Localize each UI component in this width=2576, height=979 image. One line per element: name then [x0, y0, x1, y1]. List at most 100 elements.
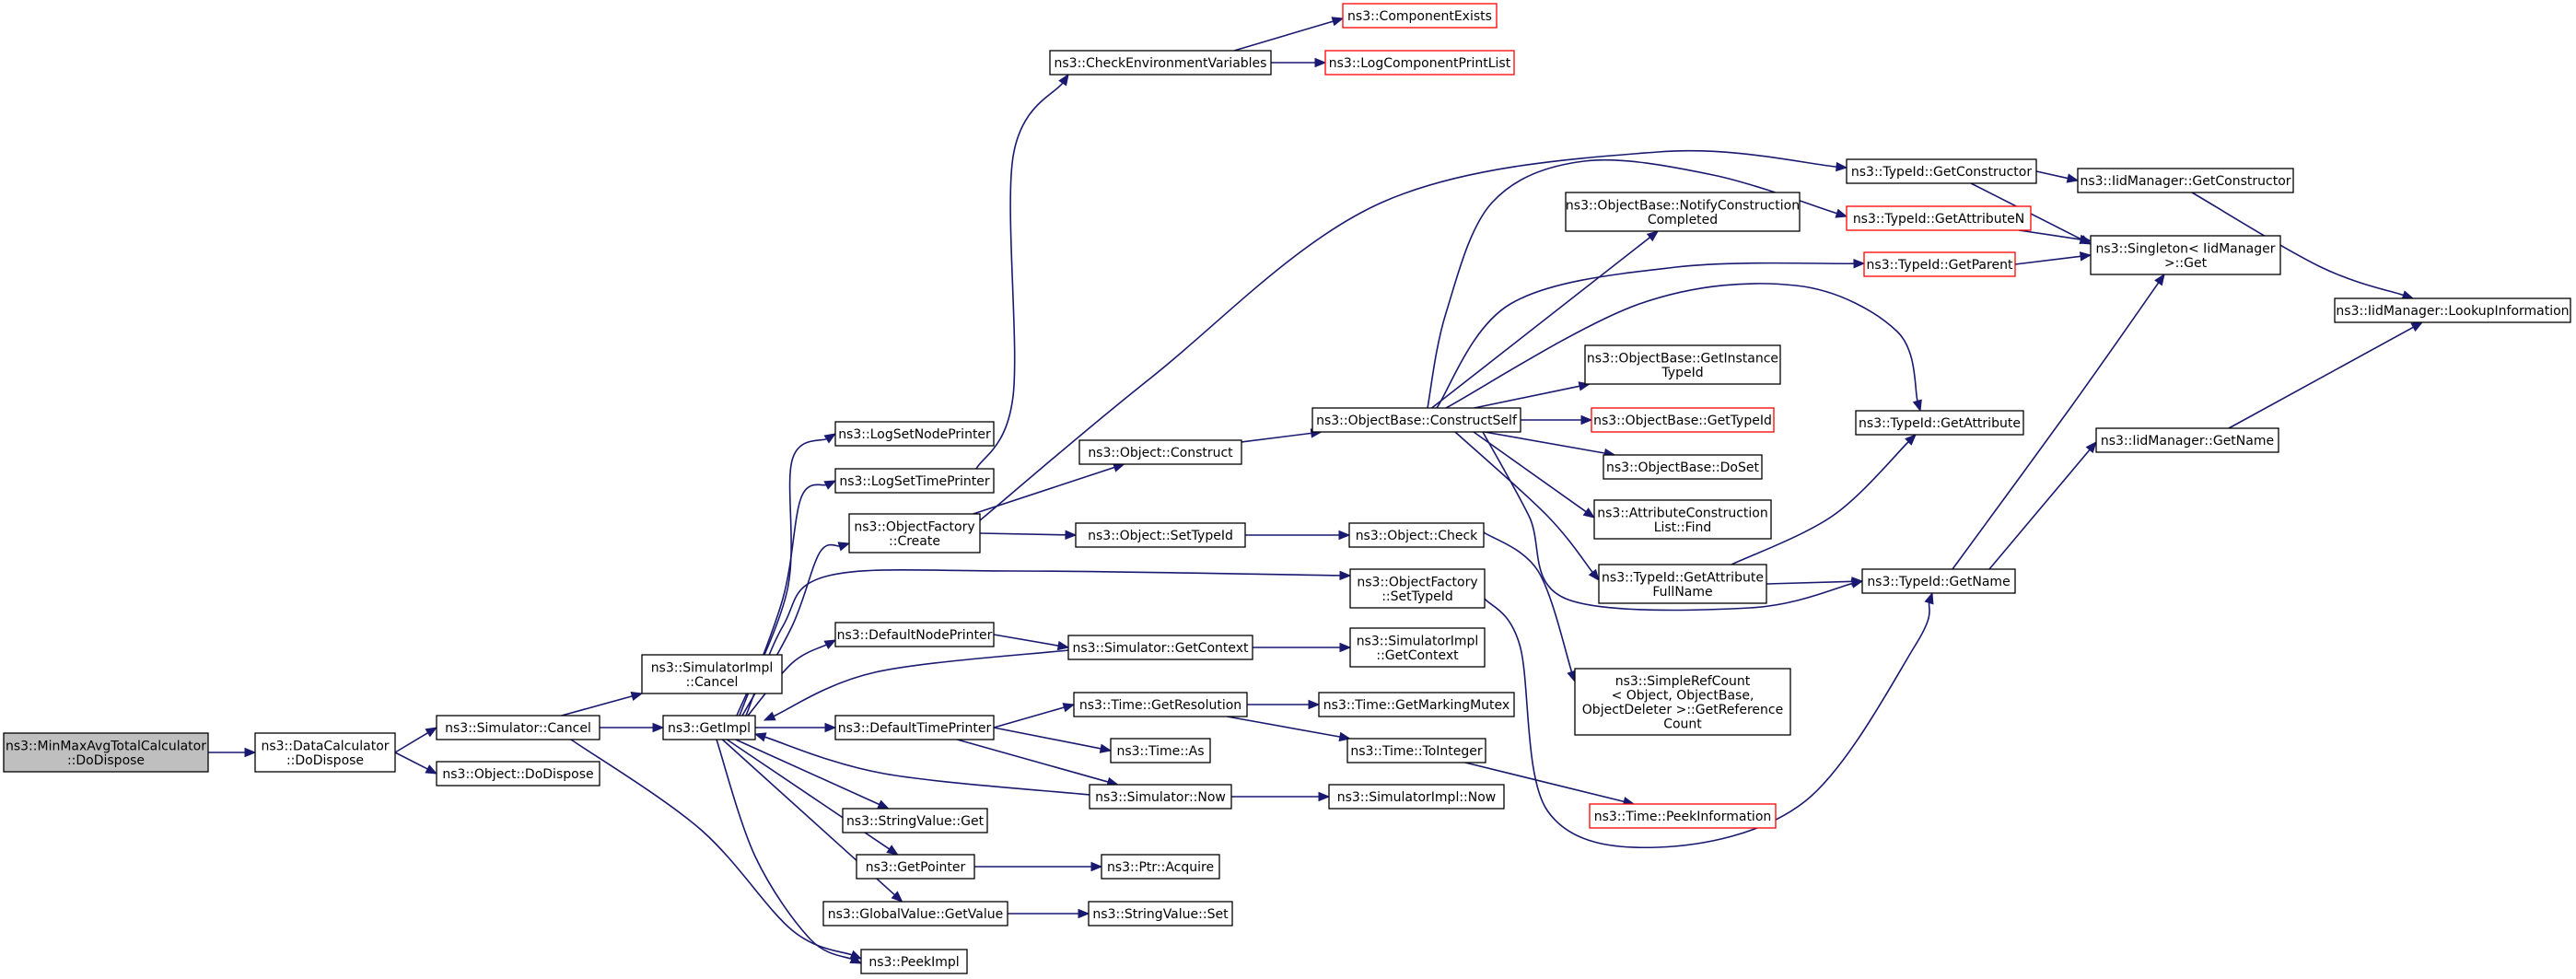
graph-node-time-tointeger[interactable]: ns3::Time::ToInteger	[1346, 738, 1486, 763]
graph-node-label: ns3::LogSetTimePrinter	[839, 474, 990, 489]
graph-node-label: ns3::TypeId::GetParent	[1867, 258, 2013, 273]
graph-node-logcomponentprintlist[interactable]: ns3::LogComponentPrintList	[1324, 50, 1515, 76]
edge-arrowhead	[1318, 791, 1331, 802]
graph-node-simimpl-cancel[interactable]: ns3::SimulatorImpl::Cancel	[641, 654, 783, 694]
graph-node-box	[1101, 854, 1220, 880]
graph-edge-time-getresolution-to-time-getmarkingmutex	[1247, 699, 1321, 710]
edge-line	[993, 727, 1102, 750]
graph-edge-getimpl-to-getpointer	[726, 739, 899, 856]
graph-node-iidmanager-lookupinformation[interactable]: ns3::IidManager::LookupInformation	[2334, 297, 2571, 323]
graph-node-label: ns3::IidManager::LookupInformation	[2336, 304, 2569, 319]
graph-node-simimpl-now[interactable]: ns3::SimulatorImpl::Now	[1328, 784, 1505, 810]
graph-node-time-getresolution[interactable]: ns3::Time::GetResolution	[1073, 692, 1248, 717]
graph-node-objbase-constructself[interactable]: ns3::ObjectBase::ConstructSelf	[1311, 407, 1521, 433]
graph-node-stringvalue-set[interactable]: ns3::StringValue::Set	[1088, 901, 1233, 927]
edge-arrowhead	[1835, 208, 1848, 218]
graph-node-getimpl[interactable]: ns3::GetImpl	[662, 715, 756, 740]
graph-node-defaulttimeprinter[interactable]: ns3::DefaultTimePrinter	[834, 715, 995, 740]
graph-node-iidmanager-getname[interactable]: ns3::IidManager::GetName	[2095, 427, 2279, 453]
graph-node-stringvalue-get[interactable]: ns3::StringValue::Get	[842, 808, 988, 833]
graph-node-logsettimeprinter[interactable]: ns3::LogSetTimePrinter	[834, 468, 995, 494]
graph-node-object-construct[interactable]: ns3::Object::Construct	[1078, 439, 1242, 465]
graph-edge-objbase-constructself-to-typeid-getattributen	[1427, 158, 1848, 409]
graph-node-iidmanager-getconstructor[interactable]: ns3::IidManager::GetConstructor	[2077, 168, 2294, 193]
graph-node-singleton-get[interactable]: ns3::Singleton< IidManager>::Get	[2090, 235, 2281, 275]
graph-node-time-as[interactable]: ns3::Time::As	[1110, 738, 1211, 763]
graph-node-peekimpl[interactable]: ns3::PeekImpl	[860, 949, 968, 974]
graph-node-box	[1591, 407, 1775, 433]
graph-node-sim-now[interactable]: ns3::Simulator::Now	[1089, 784, 1232, 810]
edge-line	[1988, 449, 2092, 570]
edge-line	[561, 694, 634, 717]
graph-node-box	[2077, 168, 2294, 193]
graph-node-typeid-getconstructor[interactable]: ns3::TypeId::GetConstructor	[1846, 158, 2037, 184]
graph-node-sim-cancel[interactable]: ns3::Simulator::Cancel	[436, 715, 600, 740]
graph-node-time-peekinformation[interactable]: ns3::Time::PeekInformation	[1589, 803, 1777, 829]
graph-edge-dc-dodispose-to-obj-dodispose	[394, 752, 438, 775]
graph-edge-typeid-getconstructor-to-iidmanager-getconstructor	[2035, 170, 2080, 183]
graph-node-typeid-getattributen[interactable]: ns3::TypeId::GetAttributeN	[1846, 205, 2032, 231]
edge-arrowhead	[2410, 321, 2424, 332]
edge-arrowhead	[1090, 861, 1103, 872]
graph-node-box	[1110, 738, 1211, 763]
graph-node-objbase-gettypeid[interactable]: ns3::ObjectBase::GetTypeId	[1591, 407, 1775, 433]
graph-node-simimpl-getcontext[interactable]: ns3::SimulatorImpl::GetContext	[1349, 627, 1486, 668]
graph-node-dc-dodispose[interactable]: ns3::DataCalculator::DoDispose	[254, 732, 396, 773]
edge-arrowhead	[823, 639, 837, 650]
graph-node-objbase-doset[interactable]: ns3::ObjectBase::DoSet	[1603, 454, 1763, 480]
edge-line	[1431, 236, 1651, 409]
graph-node-componentexists[interactable]: ns3::ComponentExists	[1342, 3, 1498, 29]
graph-node-box	[1349, 568, 1486, 609]
graph-node-box	[1346, 738, 1486, 763]
edge-arrowhead	[1339, 642, 1352, 653]
graph-edge-dc-dodispose-to-sim-cancel	[394, 727, 438, 753]
graph-node-label: ns3::Simulator::Now	[1095, 790, 1226, 805]
graph-node-box	[1589, 803, 1777, 829]
graph-node-objfactory-settypeid[interactable]: ns3::ObjectFactory::SetTypeId	[1349, 568, 1486, 609]
graph-edge-checkenv-to-componentexists	[1233, 17, 1345, 52]
graph-node-logsetnodeprinter[interactable]: ns3::LogSetNodePrinter	[834, 421, 995, 447]
graph-node-sim-getcontext[interactable]: ns3::Simulator::GetContext	[1067, 635, 1253, 660]
graph-node-box	[1593, 499, 1772, 540]
edge-line	[745, 568, 1342, 717]
edge-line	[993, 705, 1066, 728]
graph-node-time-getmarkingmutex[interactable]: ns3::Time::GetMarkingMutex	[1318, 692, 1515, 717]
edge-line	[1484, 598, 1930, 849]
graph-edge-object-check-to-simplerefcount	[1483, 531, 1577, 683]
edge-line	[1436, 262, 1856, 409]
graph-node-objbase-notify[interactable]: ns3::ObjectBase::NotifyConstructionCompl…	[1565, 192, 1801, 232]
graph-edge-objbase-constructself-to-typeid-getparent	[1436, 258, 1866, 409]
graph-node-object-check[interactable]: ns3::Object::Check	[1348, 522, 1485, 548]
graph-edge-getimpl-to-objfactory-settypeid	[745, 568, 1352, 717]
graph-node-label: ns3::SimulatorImpl	[651, 660, 774, 675]
graph-node-obj-dodispose[interactable]: ns3::Object::DoDispose	[436, 761, 600, 787]
graph-node-typeid-getparent[interactable]: ns3::TypeId::GetParent	[1863, 251, 2016, 277]
graph-node-object-settypeid[interactable]: ns3::Object::SetTypeId	[1075, 522, 1246, 548]
edge-arrowhead	[1056, 640, 1070, 651]
graph-node-typeid-getattribute[interactable]: ns3::TypeId::GetAttribute	[1855, 410, 2024, 436]
graph-node-root[interactable]: ns3::MinMaxAvgTotalCalculator::DoDispose	[3, 732, 209, 773]
graph-node-box	[3, 732, 209, 773]
graph-node-label: Completed	[1648, 213, 1718, 227]
graph-node-label: ns3::DataCalculator	[261, 739, 389, 753]
graph-node-simplerefcount[interactable]: ns3::SimpleRefCount< Object, ObjectBase,…	[1574, 668, 1791, 736]
edge-line	[747, 643, 828, 717]
graph-edge-sim-getcontext-to-simimpl-getcontext	[1253, 642, 1352, 653]
graph-node-checkenv[interactable]: ns3::CheckEnvironmentVariables	[1049, 50, 1272, 76]
edge-arrowhead	[1078, 908, 1090, 919]
graph-edge-checkenv-to-logcomponentprintlist	[1271, 57, 1327, 68]
graph-node-getpointer[interactable]: ns3::GetPointer	[856, 854, 975, 880]
graph-node-ptr-acquire[interactable]: ns3::Ptr::Acquire	[1101, 854, 1220, 880]
graph-node-typeid-getname[interactable]: ns3::TypeId::GetName	[1861, 568, 2016, 594]
graph-node-box	[834, 468, 995, 494]
graph-edge-typeid-getattributefullname-to-typeid-getattribute	[1731, 434, 1917, 565]
graph-node-label: ns3::Time::ToInteger	[1350, 744, 1483, 759]
graph-edge-objbase-constructself-to-objbase-gettypeid	[1521, 414, 1593, 425]
graph-node-globalvalue-getvalue[interactable]: ns3::GlobalValue::GetValue	[822, 901, 1008, 927]
graph-node-box	[1348, 522, 1485, 548]
graph-node-defaultnodeprinter[interactable]: ns3::DefaultNodePrinter	[834, 622, 995, 647]
graph-node-objfactory-create[interactable]: ns3::ObjectFactory::Create	[848, 513, 981, 554]
